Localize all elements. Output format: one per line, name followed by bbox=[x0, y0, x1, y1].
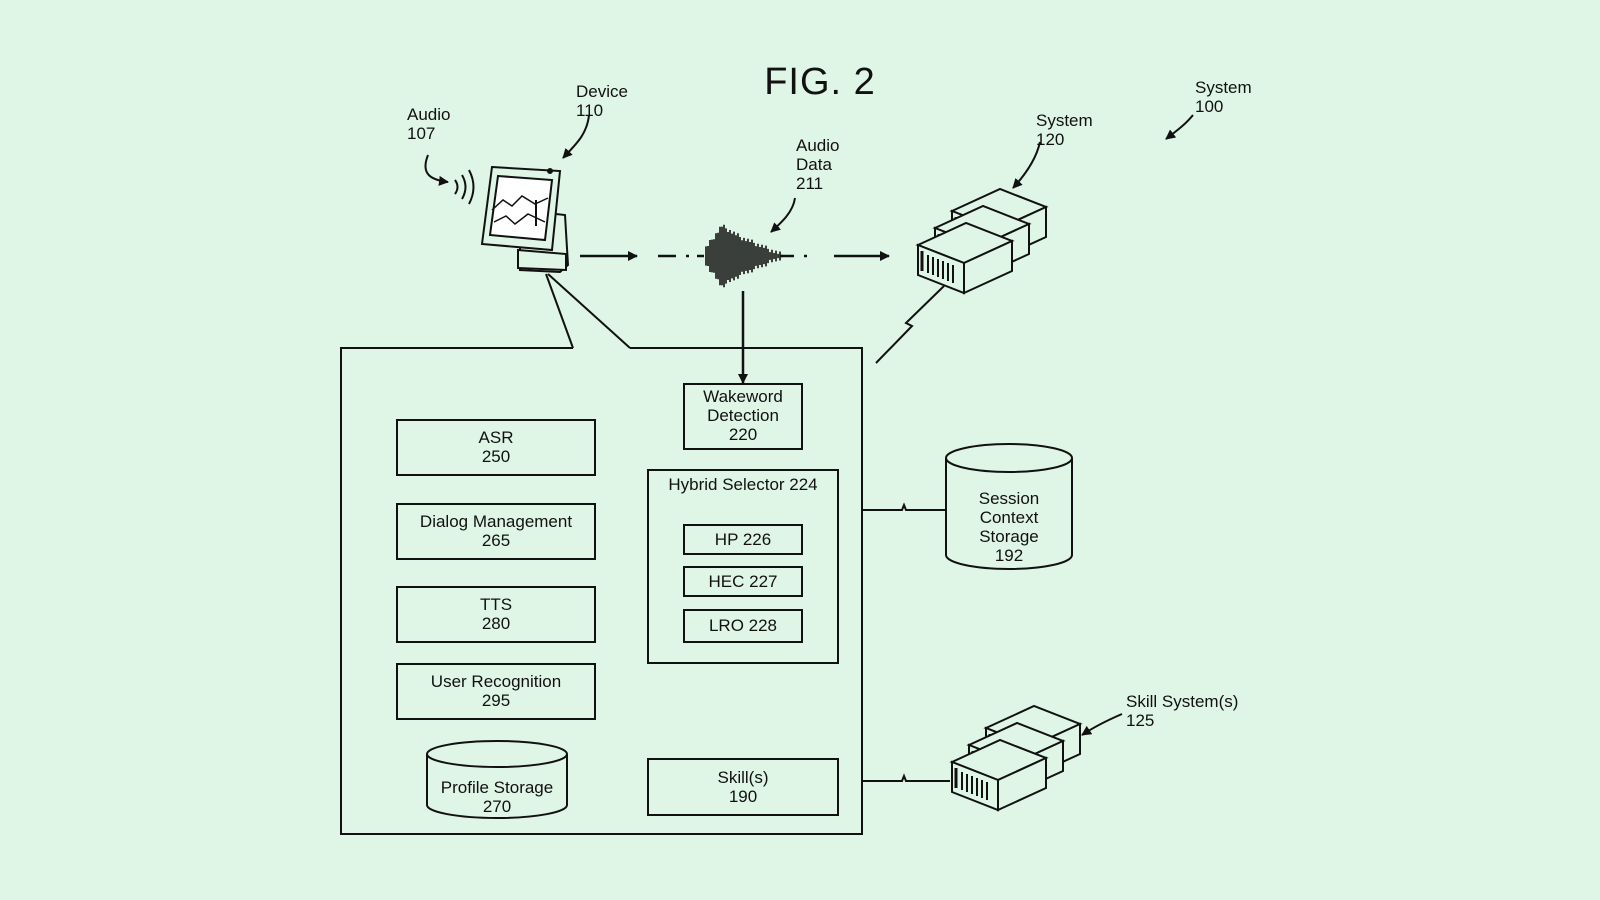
lro-box bbox=[683, 609, 803, 643]
device-pointer-arrow bbox=[562, 114, 590, 159]
dialog-management-box bbox=[396, 503, 596, 560]
hp-box bbox=[683, 524, 803, 555]
skill-systems-pointer-arrow bbox=[1081, 713, 1123, 736]
audio-pointer-arrow bbox=[424, 154, 449, 186]
profile-storage-cylinder bbox=[426, 740, 568, 819]
hec-box bbox=[683, 566, 803, 597]
wakeword-detection-box bbox=[683, 383, 803, 450]
hec-label: HEC 227 bbox=[708, 572, 778, 591]
skills-label: Skill(s)190 bbox=[717, 768, 769, 806]
session-storage-link bbox=[862, 502, 946, 511]
hp-label: HP 226 bbox=[714, 530, 772, 549]
skill-systems-link bbox=[862, 773, 950, 782]
lro-label: LRO 228 bbox=[708, 616, 778, 635]
skill-systems-label: Skill System(s)125 bbox=[1126, 692, 1239, 730]
asr-box bbox=[396, 419, 596, 476]
tts-box bbox=[396, 586, 596, 643]
system-120-server-stack bbox=[915, 187, 1049, 295]
hybrid-selector-label: Hybrid Selector 224 bbox=[668, 475, 818, 494]
skill-systems-server-stack bbox=[949, 704, 1083, 812]
user-recognition-box bbox=[396, 663, 596, 720]
session-context-storage-cylinder bbox=[945, 443, 1073, 570]
hybrid-selector-box bbox=[647, 469, 839, 664]
device-icon bbox=[480, 165, 570, 274]
system-120-pointer-arrow bbox=[1012, 141, 1041, 189]
figure-title: FIG. 2 bbox=[764, 61, 876, 103]
audio-waveform-icon bbox=[705, 224, 785, 288]
skills-box bbox=[647, 758, 839, 816]
sound-waves-icon bbox=[454, 169, 475, 205]
audio-data-pointer-arrow bbox=[770, 197, 796, 233]
device-callout-lines bbox=[545, 273, 631, 349]
system-100-pointer-arrow bbox=[1165, 114, 1194, 140]
device-component-box bbox=[340, 347, 863, 835]
wireless-link-to-system-120 bbox=[875, 285, 945, 364]
